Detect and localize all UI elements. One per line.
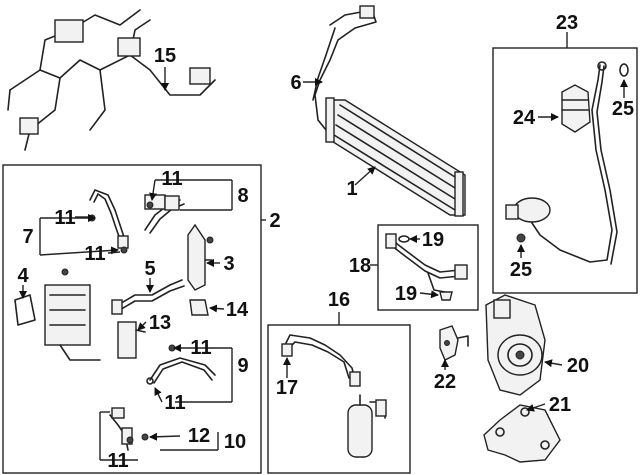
bracket-part-22 [439,325,469,361]
pipe-part-8 [144,194,185,234]
callout-9: 9 [237,355,248,377]
callout-23: 23 [556,12,578,34]
callout-24: 24 [513,107,536,129]
callout-19-top: 19 [422,229,444,251]
o-ring-part-25-bottom [516,233,526,243]
compressor-part-20 [485,294,546,396]
callout-25-top: 25 [612,98,634,120]
callout-19-bottom: 19 [395,283,417,305]
pipe-part-7 [89,189,129,249]
pressure-switch-part-24 [561,84,591,133]
callout-15: 15 [154,45,176,67]
callout-5: 5 [144,258,155,280]
callout-22: 22 [434,371,456,393]
callout-12: 12 [188,425,210,447]
callout-13: 13 [149,312,171,334]
pipe-part-10 [109,407,133,451]
callout-17: 17 [276,377,298,399]
callout-3: 3 [223,253,234,275]
o-ring-part-25-top [619,63,629,77]
wiring-harness-part-15 [7,9,216,151]
callout-11-d: 11 [190,337,211,359]
grommet-part-14 [189,299,209,316]
callout-18: 18 [349,255,371,277]
pipe-part-16 [281,334,361,387]
group-box-2 [2,164,262,474]
callout-10: 10 [224,431,246,453]
expansion-valve-part-4 [14,284,101,361]
callout-8: 8 [237,185,248,207]
callout-11-c: 11 [161,168,182,190]
callout-11-e: 11 [164,392,185,414]
callout-4: 4 [17,265,29,287]
o-ring-part-19-top [398,235,410,243]
hose-assembly-part-23 [505,61,618,265]
callout-6: 6 [290,72,301,94]
o-ring-part-19-bottom [439,291,453,301]
callout-21: 21 [549,394,571,416]
leader-lines [19,32,628,461]
hose-part-6 [312,5,377,136]
pipe-part-18 [385,233,468,293]
pipe-part-9 [146,357,216,385]
callout-2: 2 [269,210,280,232]
callout-1: 1 [346,178,357,200]
bracket-part-3 [187,223,213,291]
callout-7: 7 [22,226,33,248]
callout-25-bottom: 25 [510,259,532,281]
group-box-18 [377,224,479,311]
bracket-part-21 [483,404,561,463]
callout-20: 20 [567,355,589,377]
callout-14: 14 [226,299,249,321]
receiver-drier [347,394,387,458]
callout-16: 16 [328,289,350,311]
callout-11-a: 11 [54,207,75,229]
hose-part-5 [111,279,185,315]
callout-11-b: 11 [84,243,105,265]
condenser-part-1 [325,97,466,217]
group-box-23 [492,47,638,294]
callout-11-f: 11 [107,450,128,472]
